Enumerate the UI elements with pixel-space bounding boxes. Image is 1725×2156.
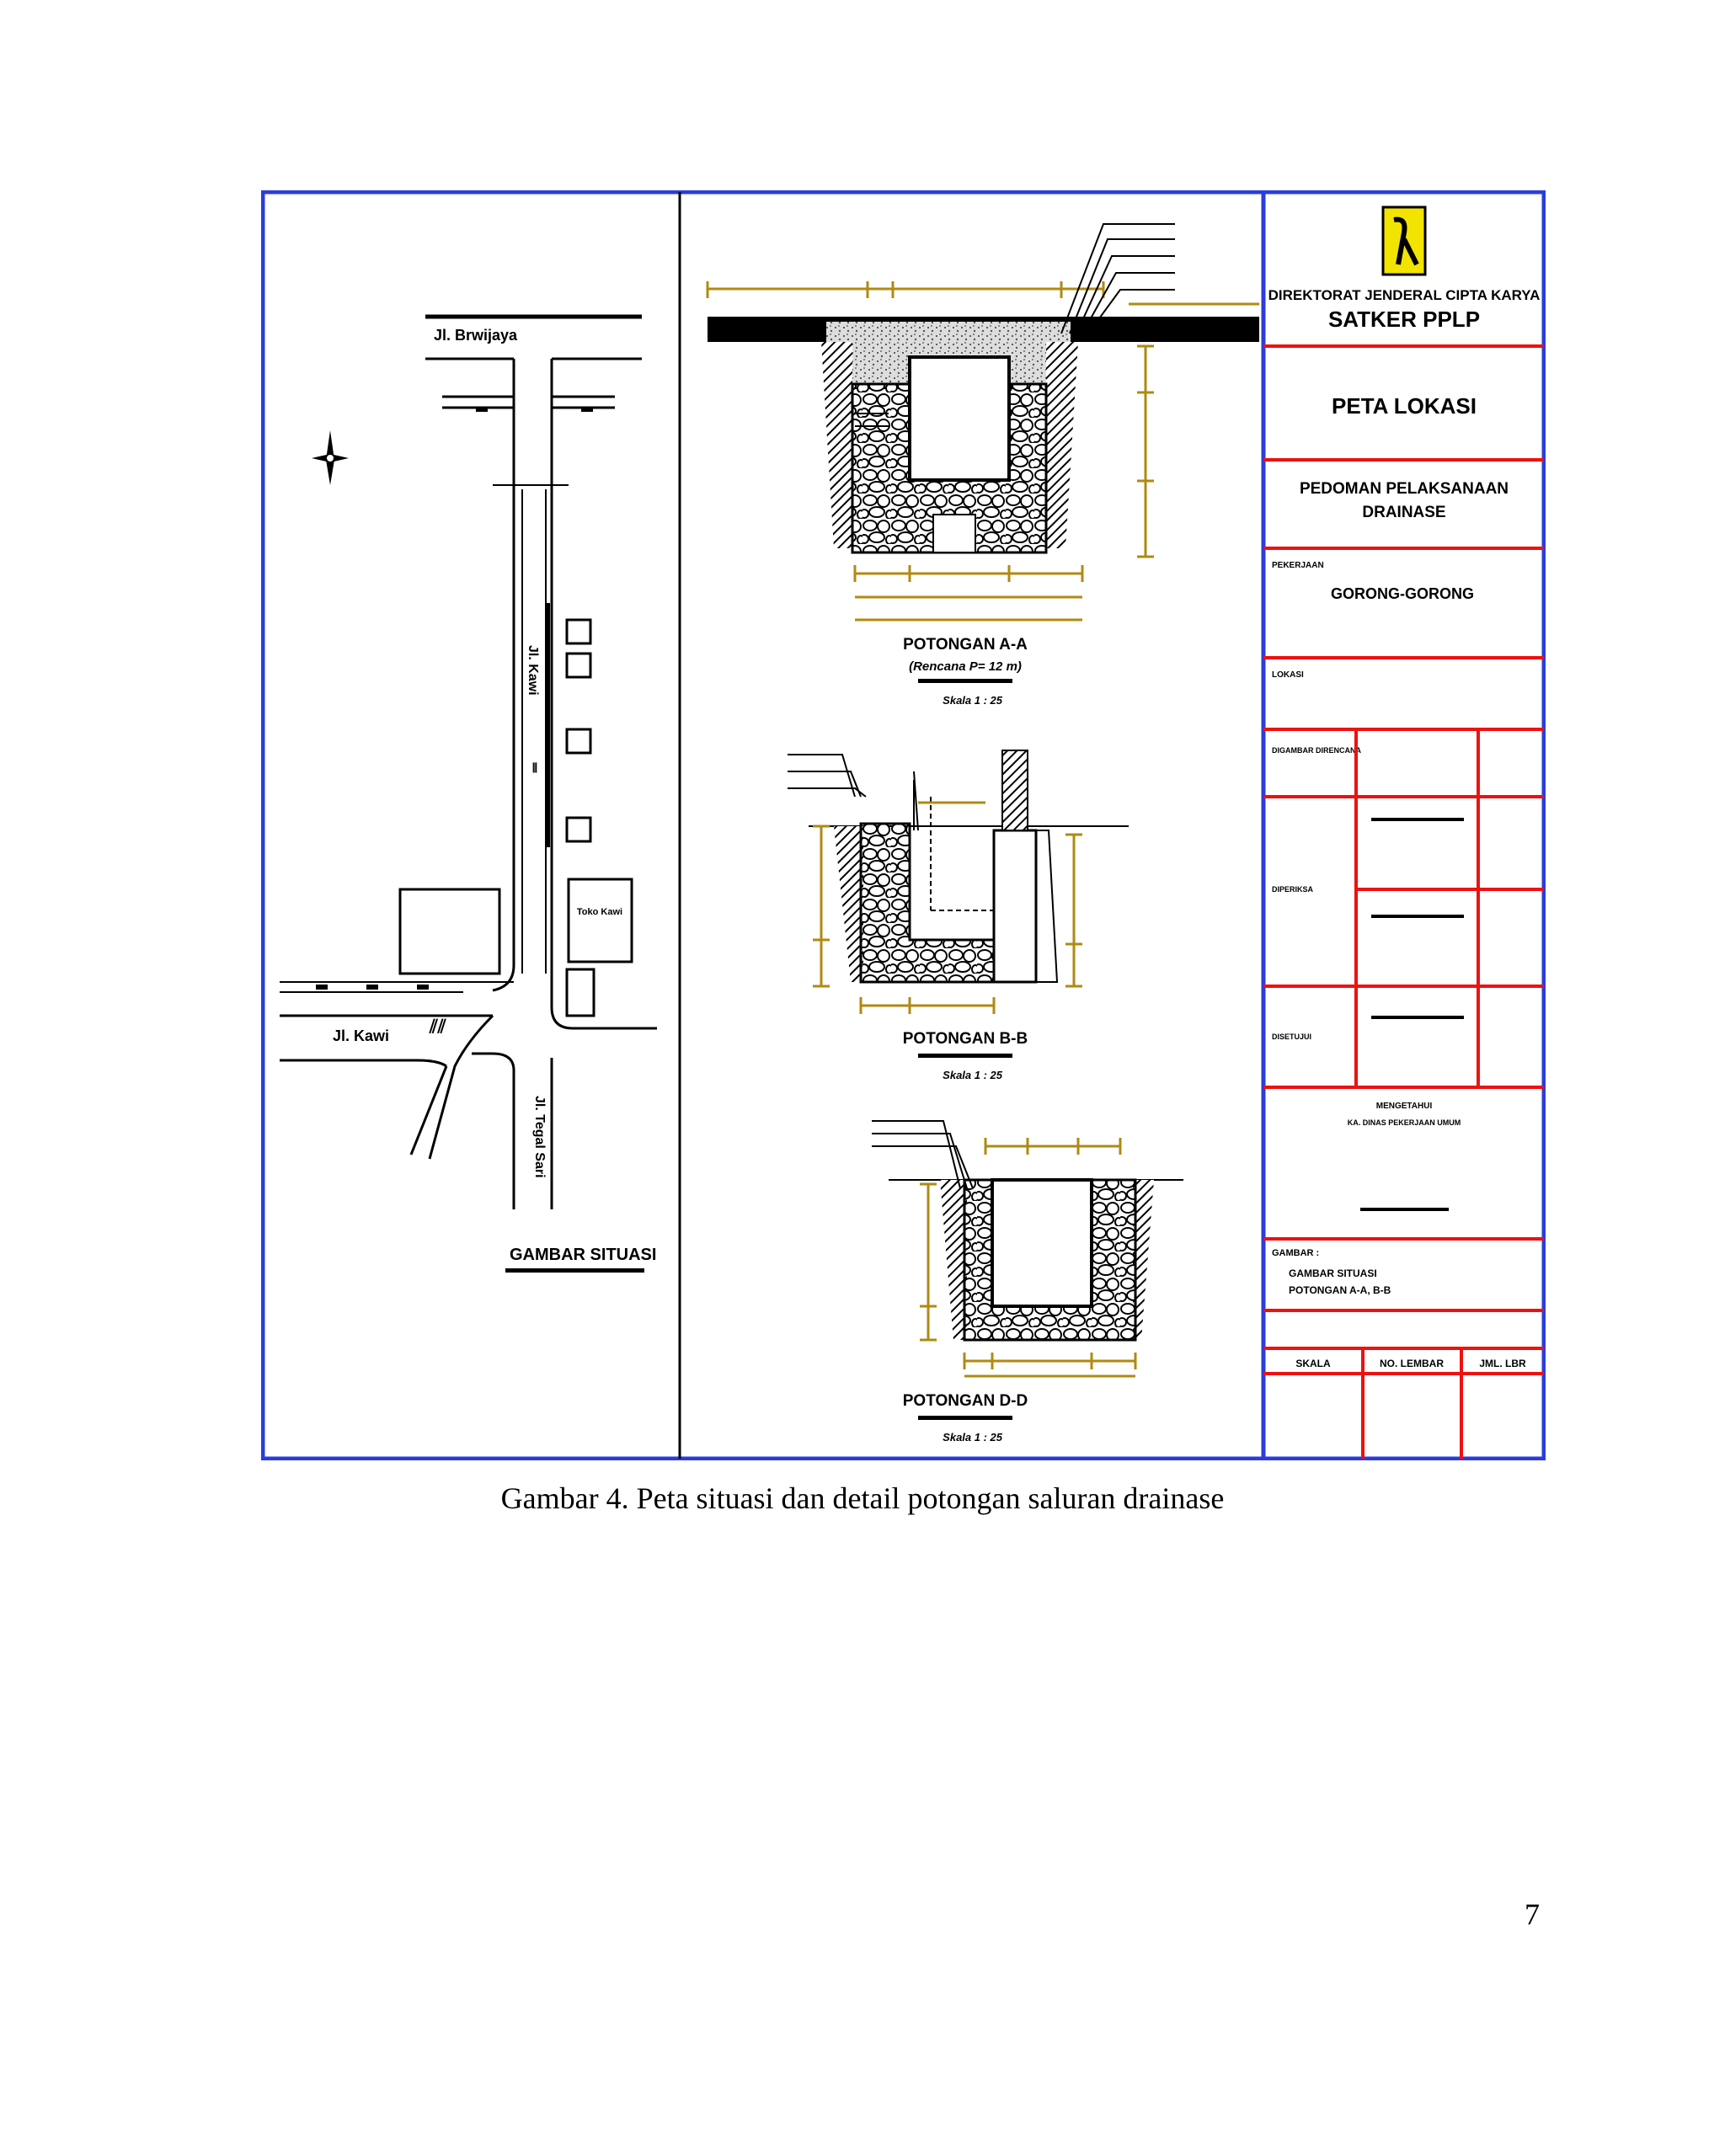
section-scale: Skala 1 : 25: [943, 1069, 1003, 1081]
leader-lines: [872, 1120, 974, 1189]
gambar-label: GAMBAR :: [1272, 1248, 1319, 1258]
retaining-wall: [992, 829, 1038, 984]
diperiksa-label: DIPERIKSA: [1272, 885, 1314, 894]
side-hatch: [821, 342, 852, 548]
sheet-title: PETA LOKASI: [1332, 393, 1477, 419]
street-label-main: Jl. Kawi: [526, 645, 540, 696]
skala-label: SKALA: [1295, 1358, 1331, 1369]
building-label: Toko Kawi: [577, 907, 622, 917]
leader-lines: [855, 413, 889, 427]
leader-lines: [1060, 223, 1175, 334]
mengetahui-label: MENGETAHUI: [1376, 1102, 1433, 1111]
signature-line: [1371, 818, 1464, 821]
culvert-opening: [908, 355, 1011, 482]
disetujui-label: DISETUJUI: [1272, 1033, 1311, 1041]
building: [565, 728, 592, 755]
road-tegalsari-edge: [472, 1052, 515, 1071]
pu-logo-icon: [1381, 205, 1427, 276]
jml-lbr-label: JML. LBR: [1479, 1358, 1526, 1369]
signature-line: [1371, 915, 1464, 918]
org-unit: SATKER PPLP: [1328, 307, 1480, 332]
north-arrow-icon: [312, 430, 349, 485]
org-name: DIREKTORAT JENDERAL CIPTA KARYA: [1268, 287, 1541, 303]
section-scale: Skala 1 : 25: [943, 694, 1003, 707]
digambar-label: DIGAMBAR DIRENCANA: [1272, 746, 1361, 755]
section-subtitle: (Rencana P= 12 m): [909, 659, 1022, 674]
wall-footing: [1036, 830, 1059, 983]
wall-post: [1001, 750, 1028, 831]
drawing-sheet: Jl. Brwijaya Jl. Kawi ⫼ Toko Kawi Jl. K: [260, 189, 1546, 1461]
building: [565, 652, 592, 679]
title-block: DIREKTORAT JENDERAL CIPTA KARYA SATKER P…: [1263, 205, 1544, 1459]
road-diagonal: [428, 1014, 494, 1160]
building: [565, 816, 592, 843]
section-title: POTONGAN D-D: [903, 1392, 1028, 1410]
signature-line: [1360, 1208, 1449, 1211]
section-title: POTONGAN A-A: [903, 636, 1028, 654]
title-underline: [918, 1416, 1012, 1420]
map-title-underline: [505, 1268, 644, 1273]
no-lembar-label: NO. LEMBAR: [1380, 1358, 1444, 1369]
culvert-symbol: ⫼: [532, 761, 537, 774]
foundation-gap: [932, 514, 976, 553]
building: [565, 968, 595, 1017]
lane-marker: [581, 408, 593, 412]
building: [565, 618, 592, 645]
drain-segment: [545, 603, 550, 847]
section-a-a: POTONGAN A-A (Rencana P= 12 m) Skala 1 :…: [706, 223, 1259, 707]
title-underline: [918, 679, 1012, 683]
section-scale: Skala 1 : 25: [943, 1431, 1003, 1444]
pekerjaan-value: GORONG-GORONG: [1331, 585, 1474, 602]
gambar-value: POTONGAN A-A, B-B: [1289, 1284, 1391, 1296]
side-hatch: [1046, 342, 1078, 548]
map-title: GAMBAR SITUASI: [510, 1246, 656, 1264]
leader-lines: [788, 754, 867, 798]
lane-marker: [417, 985, 429, 990]
road-diagonal: [409, 1065, 448, 1155]
building-toko: [567, 878, 633, 963]
street-label-left: Jl. Kawi: [333, 1027, 389, 1044]
situation-map: Jl. Brwijaya Jl. Kawi ⫼ Toko Kawi Jl. K: [280, 314, 657, 1273]
section-title: POTONGAN B-B: [903, 1030, 1028, 1048]
engineering-drawing: Jl. Brwijaya Jl. Kawi ⫼ Toko Kawi Jl. K: [260, 189, 1546, 1461]
pekerjaan-label: PEKERJAAN: [1272, 561, 1324, 570]
street-label-top: Jl. Brwijaya: [434, 327, 518, 344]
section-d-d: POTONGAN D-D Skala 1 : 25: [872, 1120, 1183, 1444]
road-kawi-right-edge: [550, 359, 657, 1030]
signature-line: [1371, 1016, 1464, 1019]
culvert-symbol: ⫽⫽: [429, 1016, 447, 1037]
street-label-bottom: Jl. Tegal Sari: [532, 1096, 547, 1178]
lane-marker: [316, 985, 328, 990]
lane-marker: [476, 408, 488, 412]
side-hatch: [1133, 1180, 1154, 1340]
channel-opening: [991, 1178, 1093, 1308]
side-hatch: [834, 826, 863, 982]
page-number: 7: [1525, 1897, 1540, 1931]
figure-caption: Gambar 4. Peta situasi dan detail potong…: [500, 1481, 1225, 1515]
building-large: [398, 888, 501, 975]
project-name-line2: DRAINASE: [1362, 504, 1445, 521]
project-name: PEDOMAN PELAKSANAAN: [1300, 480, 1509, 498]
lane-marker: [366, 985, 378, 990]
side-hatch: [940, 1180, 967, 1340]
section-b-b: POTONGAN B-B Skala 1 : 25: [788, 750, 1129, 1081]
title-underline: [918, 1054, 1012, 1058]
road-kawi-west-edge: [280, 1059, 447, 1068]
mengetahui-role: KA. DINAS PEKERJAAN UMUM: [1348, 1118, 1461, 1127]
gambar-value: GAMBAR SITUASI: [1289, 1267, 1377, 1279]
lokasi-label: LOKASI: [1272, 670, 1304, 680]
road-kawi-left-edge: [492, 358, 515, 992]
